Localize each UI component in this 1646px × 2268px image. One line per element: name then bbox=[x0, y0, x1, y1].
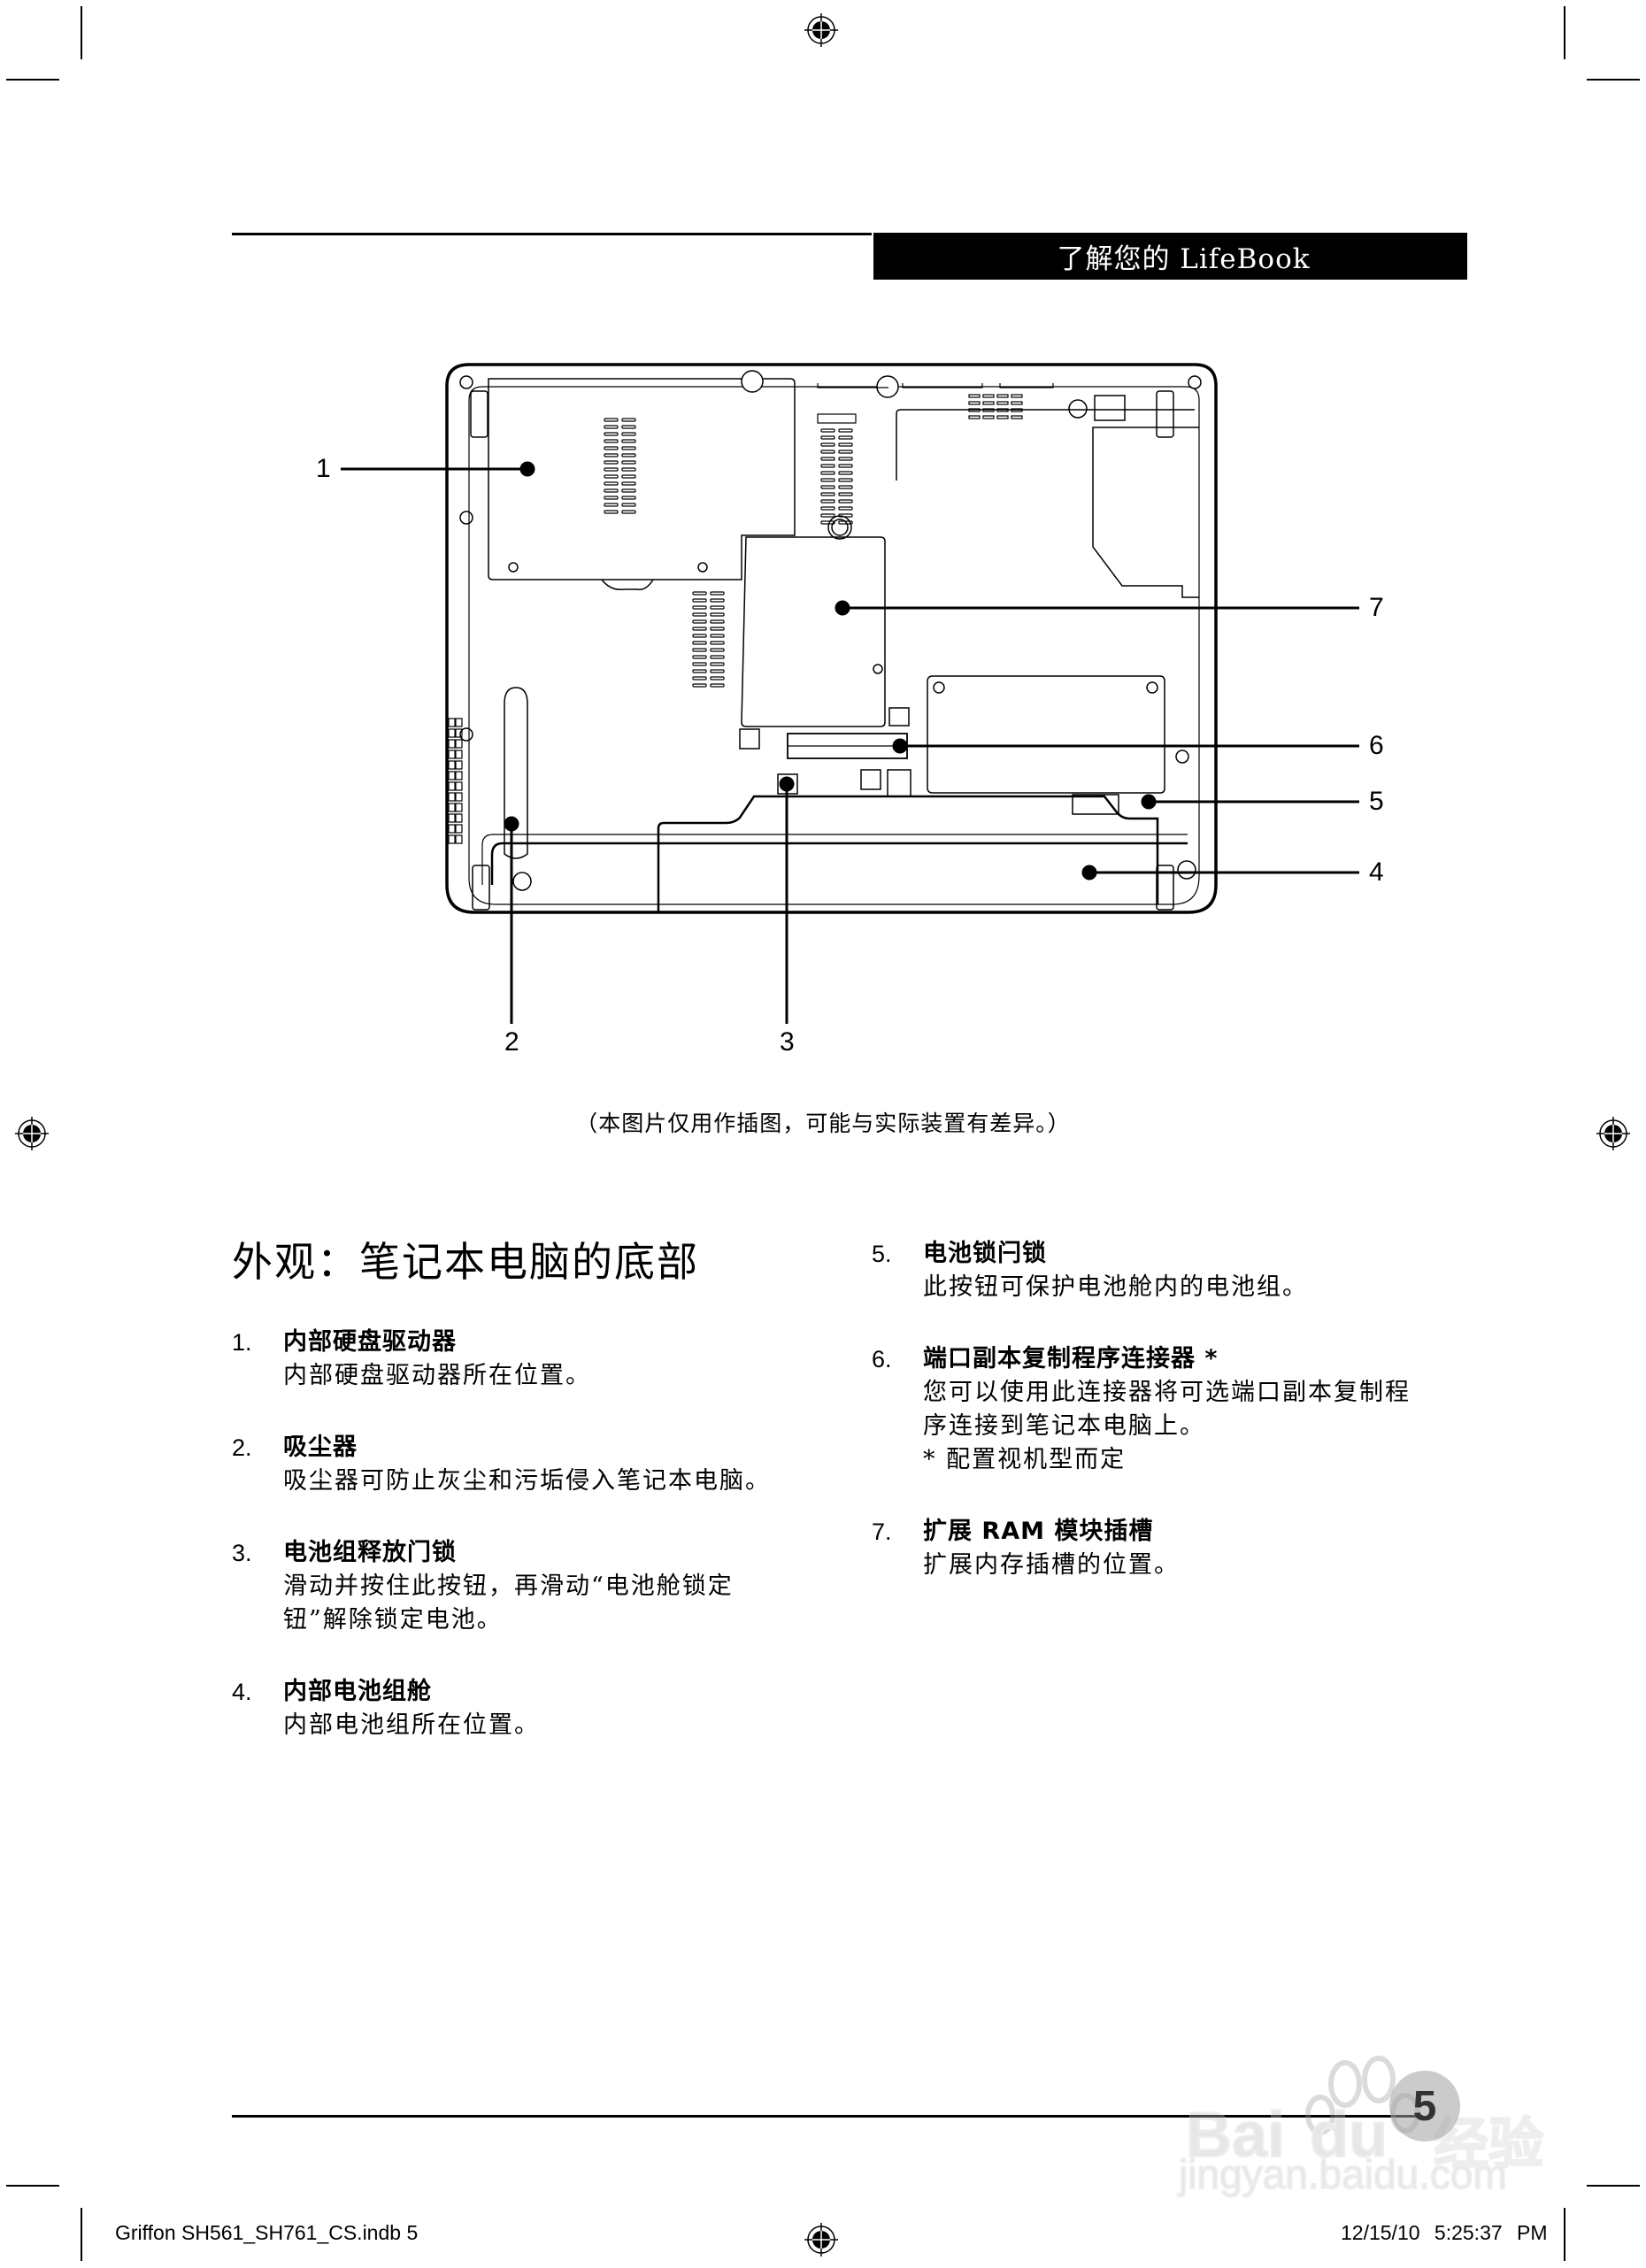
registration-mark-bottom-icon bbox=[804, 2223, 838, 2256]
item-desc: 内部硬盘驱动器所在位置。 bbox=[283, 1362, 591, 1389]
callout-label-7: 7 bbox=[1369, 593, 1384, 622]
item-number: 7. bbox=[872, 1518, 892, 1545]
footer-rule bbox=[232, 2115, 1423, 2118]
item-number: 3. bbox=[232, 1540, 252, 1566]
item-desc: 扩展内存插槽的位置。 bbox=[923, 1551, 1180, 1579]
laptop-bottom-diagram bbox=[341, 363, 1359, 1024]
registration-mark-left-icon bbox=[15, 1117, 49, 1150]
list-item: 7. 扩展 RAM 模块插槽 扩展内存插槽的位置。 bbox=[872, 1515, 1482, 1582]
item-desc: 滑动并按住此按钮，再滑动“电池舱锁定 bbox=[283, 1572, 734, 1600]
item-number: 1. bbox=[232, 1329, 252, 1356]
callout-label-5: 5 bbox=[1369, 787, 1384, 816]
item-desc: 内部电池组所在位置。 bbox=[283, 1711, 540, 1739]
crop-mark-bottom-left-h bbox=[6, 2185, 59, 2187]
list-item: 2. 吸尘器 吸尘器可防止灰尘和污垢侵入笔记本电脑。 bbox=[232, 1431, 842, 1498]
crop-mark-bottom-left-v bbox=[81, 2208, 82, 2261]
item-desc: 您可以使用此连接器将可选端口副本复制程 bbox=[923, 1379, 1411, 1406]
callout-label-6: 6 bbox=[1369, 731, 1384, 760]
baidu-watermark: Bai du 经验 jingyan.baidu.com bbox=[1168, 2044, 1558, 2198]
paw-icon bbox=[1305, 2056, 1420, 2135]
callout-label-2: 2 bbox=[504, 1027, 519, 1057]
callout-leaders bbox=[341, 461, 1359, 1024]
list-item: 5. 电池锁闩锁 此按钮可保护电池舱内的电池组。 bbox=[872, 1237, 1482, 1304]
watermark-brand-suffix: du bbox=[1309, 2099, 1388, 2172]
callout-label-3: 3 bbox=[780, 1027, 795, 1057]
item-number: 4. bbox=[232, 1679, 252, 1705]
item-title: 扩展 RAM 模块插槽 bbox=[923, 1518, 1154, 1545]
registration-mark-top-icon bbox=[804, 13, 838, 47]
running-header-title: 了解您的 LifeBook bbox=[1057, 243, 1311, 275]
watermark-url: jingyan.baidu.com bbox=[1178, 2150, 1508, 2198]
page-number: 5 bbox=[1389, 2071, 1460, 2141]
item-title: 电池锁闩锁 bbox=[923, 1240, 1047, 1267]
item-title: 内部电池组舱 bbox=[283, 1678, 432, 1705]
item-footnote: * 配置视机型而定 bbox=[923, 1446, 1127, 1473]
list-item: 3. 电池组释放门锁 滑动并按住此按钮，再滑动“电池舱锁定 钮”解除锁定电池。 bbox=[232, 1536, 842, 1637]
item-desc: 此按钮可保护电池舱内的电池组。 bbox=[923, 1273, 1308, 1301]
list-item: 4. 内部电池组舱 内部电池组所在位置。 bbox=[232, 1675, 842, 1742]
registration-mark-right-icon bbox=[1596, 1117, 1630, 1150]
crop-mark-top-right-v bbox=[1564, 6, 1565, 59]
running-header: 了解您的 LifeBook bbox=[873, 233, 1467, 280]
item-title: 端口副本复制程序连接器 * bbox=[923, 1345, 1219, 1372]
crop-mark-top-left-h bbox=[6, 79, 59, 81]
item-number: 5. bbox=[872, 1241, 892, 1267]
item-title: 吸尘器 bbox=[283, 1434, 358, 1461]
watermark-brand: Bai bbox=[1185, 2099, 1286, 2172]
vent-grilles bbox=[448, 383, 1054, 844]
crop-mark-top-left-v bbox=[81, 6, 82, 59]
items-right-column: 5. 电池锁闩锁 此按钮可保护电池舱内的电池组。 6. 端口副本复制程序连接器 … bbox=[872, 1237, 1482, 1620]
item-title: 电池组释放门锁 bbox=[283, 1539, 457, 1566]
callout-label-4: 4 bbox=[1369, 857, 1384, 887]
crop-mark-bottom-right-v bbox=[1564, 2208, 1565, 2261]
item-desc: 序连接到笔记本电脑上。 bbox=[923, 1412, 1205, 1440]
items-left-column: 1. 内部硬盘驱动器 内部硬盘驱动器所在位置。 2. 吸尘器 吸尘器可防止灰尘和… bbox=[232, 1326, 842, 1780]
section-title: 外观：笔记本电脑的底部 bbox=[232, 1238, 699, 1286]
crop-mark-top-right-h bbox=[1587, 79, 1640, 81]
header-rule bbox=[232, 233, 872, 235]
print-slug-file: Griffon SH561_SH761_CS.indb 5 bbox=[115, 2221, 419, 2244]
item-number: 6. bbox=[872, 1346, 892, 1372]
list-item: 6. 端口副本复制程序连接器 * 您可以使用此连接器将可选端口副本复制程 序连接… bbox=[872, 1342, 1482, 1477]
crop-mark-bottom-right-h bbox=[1587, 2185, 1640, 2187]
item-number: 2. bbox=[232, 1434, 252, 1461]
list-item: 1. 内部硬盘驱动器 内部硬盘驱动器所在位置。 bbox=[232, 1326, 842, 1393]
print-slug-timestamp: 12/15/10 5:25:37 PM bbox=[1341, 2221, 1548, 2244]
item-desc: 吸尘器可防止灰尘和污垢侵入笔记本电脑。 bbox=[283, 1467, 771, 1495]
callout-label-1: 1 bbox=[316, 454, 331, 483]
item-title: 内部硬盘驱动器 bbox=[283, 1328, 457, 1356]
item-desc: 钮”解除锁定电池。 bbox=[283, 1606, 503, 1634]
figure-caption: （本图片仅用作插图，可能与实际装置有差异。） bbox=[575, 1111, 1071, 1136]
